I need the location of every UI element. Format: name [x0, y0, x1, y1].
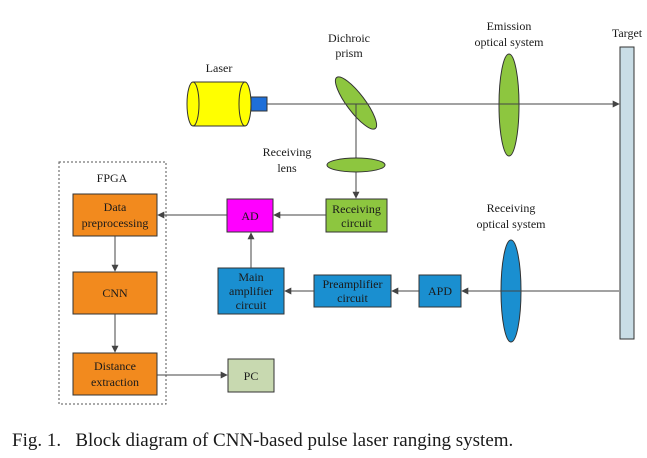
target-label: Target — [612, 26, 643, 40]
main-amplifier-text-line1: Main — [238, 270, 263, 284]
apd-text: APD — [428, 284, 452, 298]
receiving-optical-label-line1: Receiving — [487, 201, 536, 215]
receiving-circuit-box: Receiving circuit — [325, 198, 388, 233]
receiving-optical-label-line2: optical system — [477, 217, 547, 231]
fpga-label: FPGA — [97, 171, 128, 185]
ad-text: AD — [241, 209, 259, 223]
emission-label-line2: optical system — [475, 35, 545, 49]
main-amplifier-text-line3: circuit — [236, 298, 267, 312]
distance-extraction-text-line1: Distance — [94, 359, 136, 373]
preamplifier-text-line1: Preamplifier — [323, 277, 383, 291]
distance-extraction-text-line2: extraction — [91, 375, 139, 389]
receiving-circuit-text-line2: circuit — [341, 216, 372, 230]
emission-label-line1: Emission — [487, 19, 532, 33]
laser-label: Laser — [206, 61, 233, 75]
main-amplifier-box: Main amplifier circuit — [217, 267, 285, 315]
preamplifier-box: Preamplifier circuit — [313, 274, 392, 308]
apd-box: APD — [418, 274, 462, 308]
receiving-lens — [326, 157, 386, 173]
data-preprocessing-text-line1: Data — [104, 200, 127, 214]
receiving-lens-label-line1: Receiving — [263, 145, 312, 159]
dichroic-prism — [334, 76, 378, 130]
pc-box: PC — [227, 358, 275, 393]
fpga-boundary — [58, 161, 167, 405]
receiving-lens-label-line2: lens — [277, 161, 297, 175]
cnn-text: CNN — [102, 286, 128, 300]
target-plate — [619, 46, 635, 340]
preamplifier-text-line2: circuit — [337, 291, 368, 305]
dichroic-label-line2: prism — [335, 46, 363, 60]
figure-caption: Fig. 1. Block diagram of CNN-based pulse… — [12, 430, 513, 451]
laser-icon — [186, 81, 268, 127]
main-amplifier-text-line2: amplifier — [229, 284, 273, 298]
ad-box: AD — [226, 198, 274, 233]
data-preprocessing-text-line2: preprocessing — [82, 216, 149, 230]
distance-extraction-box: Distance extraction — [72, 352, 158, 396]
dichroic-label-line1: Dichroic — [328, 31, 370, 45]
data-preprocessing-box: Data preprocessing — [72, 193, 158, 237]
pc-text: PC — [244, 369, 259, 383]
cnn-box: CNN — [72, 271, 158, 315]
receiving-circuit-text-line1: Receiving — [332, 202, 381, 216]
emission-lens — [498, 53, 520, 157]
